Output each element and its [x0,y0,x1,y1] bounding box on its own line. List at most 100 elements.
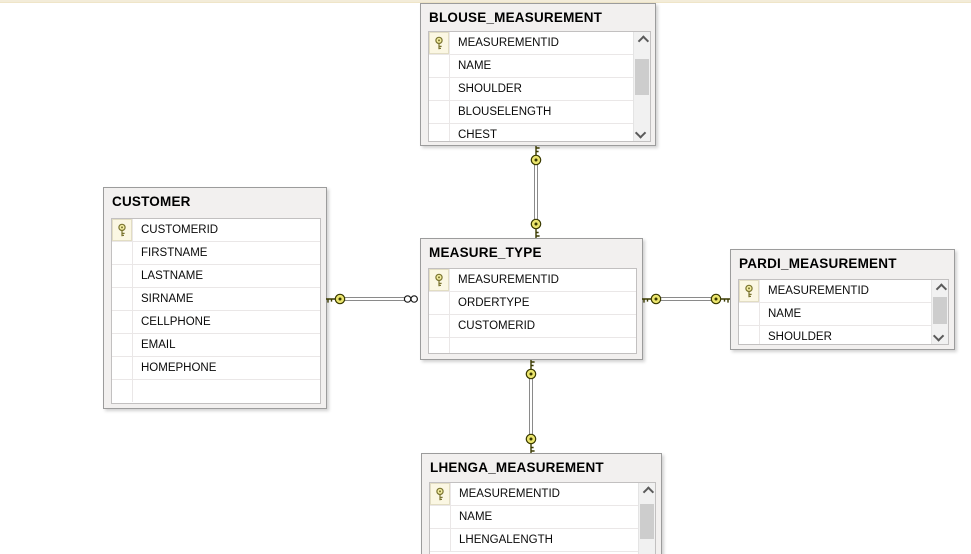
pk-cell [112,219,133,241]
relationship-blouse-measurement-measure-type[interactable] [524,145,548,239]
pk-cell [429,292,450,314]
field-name: NAME [458,60,492,72]
field-grid: CUSTOMERID FIRSTNAME LASTNAME SIRNAME CE… [111,218,321,404]
chevron-up-icon [642,485,655,498]
scrollbar-thumb[interactable] [635,59,649,95]
pk-cell [429,101,450,123]
field-row[interactable]: MEASUREMENTID [430,483,655,506]
relationship-line[interactable] [341,297,405,301]
field-row[interactable]: CHEST [429,124,650,141]
relationship-line[interactable] [655,297,718,301]
pk-cell [429,55,450,77]
table-customer[interactable]: CUSTOMER CUSTOMERID FIRSTNAME LASTNAME S… [103,187,327,409]
field-name: MEASUREMENTID [459,488,560,500]
field-name: CUSTOMERID [458,320,536,332]
pk-cell [739,280,760,302]
table-measure-type[interactable]: MEASURE_TYPE MEASUREMENTID ORDERTYPE CUS… [420,238,643,360]
table-title[interactable]: CUSTOMER [112,194,191,209]
key-one-end-icon [525,433,537,454]
primary-key-icon [118,223,126,237]
field-row[interactable]: LASTNAME [112,265,320,288]
chevron-up-icon [637,34,650,47]
pk-cell [739,326,760,344]
scrollbar-thumb[interactable] [640,504,654,539]
primary-key-icon [436,487,444,501]
field-row[interactable]: BLOUSELENGTH [429,101,650,124]
scrollbar[interactable] [931,280,948,344]
relationship-measure-type-lhenga-measurement[interactable] [519,359,543,454]
primary-key-icon [745,284,753,298]
relationship-line[interactable] [534,159,538,225]
key-one-end-icon [641,293,662,305]
field-row[interactable]: CUSTOMERID [429,315,636,338]
table-title[interactable]: MEASURE_TYPE [429,245,542,260]
field-row[interactable]: MEASUREMENTID [429,269,636,292]
scroll-up-button[interactable] [932,280,948,297]
key-one-end-icon [530,145,542,166]
pk-cell [429,269,450,291]
pk-cell [429,78,450,100]
key-one-end-icon [710,293,731,305]
scroll-up-button[interactable] [634,32,650,49]
pk-cell [112,311,133,333]
scrollbar[interactable] [638,483,655,554]
table-blouse-measurement[interactable]: BLOUSE_MEASUREMENT MEASUREMENTID NAME SH… [420,3,656,146]
scroll-down-button[interactable] [932,327,948,344]
infinity-many-end-icon [403,295,418,303]
field-name: MEASUREMENTID [768,285,869,297]
pk-cell [429,124,450,141]
field-name: SIRNAME [141,293,194,305]
pk-cell [112,242,133,264]
field-grid: MEASUREMENTID NAME SHOULDER BLOUSELENGTH… [428,31,651,142]
field-row[interactable]: HOMEPHONE [112,357,320,380]
scroll-down-button[interactable] [634,124,650,141]
pk-cell [112,288,133,310]
scrollbar[interactable] [633,32,650,141]
pk-cell [112,357,133,379]
empty-field-row[interactable] [429,338,636,353]
field-row[interactable]: MEASUREMENTID [429,32,650,55]
field-row[interactable]: ORDERTYPE [429,292,636,315]
pk-cell [430,483,451,505]
field-grid: MEASUREMENTID ORDERTYPE CUSTOMERID [428,268,637,354]
relationship-measure-type-pardi-measurement[interactable] [641,288,731,310]
pk-cell [739,303,760,325]
table-title[interactable]: PARDI_MEASUREMENT [739,256,897,271]
scroll-up-button[interactable] [639,483,655,500]
empty-field-row[interactable] [112,380,320,402]
chevron-up-icon [935,282,948,295]
field-name: HOMEPHONE [141,362,217,374]
field-grid: MEASUREMENTID NAME LHENGALENGTH [429,482,656,554]
field-row[interactable]: SIRNAME [112,288,320,311]
field-row[interactable]: NAME [430,506,655,529]
key-one-end-icon [525,359,537,380]
table-title[interactable]: BLOUSE_MEASUREMENT [429,10,603,25]
field-row[interactable]: SHOULDER [429,78,650,101]
relationship-customer-measure-type[interactable] [325,288,421,310]
key-one-end-icon [530,218,542,239]
field-name: LHENGALENGTH [459,534,553,546]
field-row[interactable]: NAME [739,303,948,326]
pk-cell [112,334,133,356]
field-name: FIRSTNAME [141,247,208,259]
relationship-line[interactable] [529,373,533,440]
table-pardi-measurement[interactable]: PARDI_MEASUREMENT MEASUREMENTID NAME SHO… [730,249,955,350]
primary-key-icon [435,36,443,50]
table-lhenga-measurement[interactable]: LHENGA_MEASUREMENT MEASUREMENTID NAME LH… [421,453,662,554]
key-one-end-icon [325,293,346,305]
pk-cell [429,32,450,54]
field-row[interactable]: SHOULDER [739,326,948,344]
field-name: EMAIL [141,339,176,351]
field-row[interactable]: MEASUREMENTID [739,280,948,303]
field-row[interactable]: NAME [429,55,650,78]
field-row[interactable]: EMAIL [112,334,320,357]
field-row[interactable]: CELLPHONE [112,311,320,334]
pk-cell [429,315,450,337]
table-title[interactable]: LHENGA_MEASUREMENT [430,460,604,475]
field-row[interactable]: FIRSTNAME [112,242,320,265]
field-row[interactable]: LHENGALENGTH [430,529,655,552]
field-row[interactable]: CUSTOMERID [112,219,320,242]
field-grid: MEASUREMENTID NAME SHOULDER [738,279,949,345]
scrollbar-thumb[interactable] [933,297,947,324]
